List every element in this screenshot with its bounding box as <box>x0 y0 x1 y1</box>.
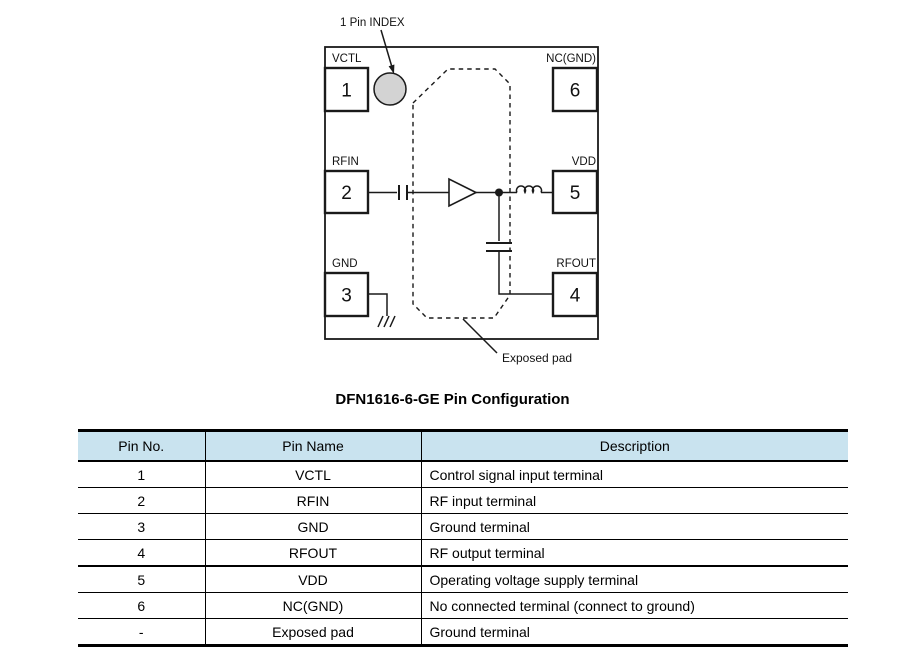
figure-title: DFN1616-6-GE Pin Configuration <box>335 391 570 408</box>
cell-description: Ground terminal <box>429 623 530 640</box>
header-pin-no: Pin No. <box>78 430 206 462</box>
cell-pin-no: 2 <box>78 487 206 514</box>
index-arrow-line <box>380 29 393 66</box>
cell-description: Operating voltage supply terminal <box>421 566 848 593</box>
cell-pin-no: 4 <box>78 539 206 567</box>
table-row: 3 GND Ground terminal <box>78 513 848 540</box>
cell-pin-no: 3 <box>78 513 206 540</box>
table-row: - Exposed pad Ground terminal <box>78 618 848 646</box>
shunt-capacitor-icon <box>486 242 512 252</box>
cell-pin-no: 1 <box>78 461 206 488</box>
pin-label-rfout: RFOUT <box>556 258 596 270</box>
table-header-row: Pin No. Pin Name Description <box>78 430 848 462</box>
header-pin-name: Pin Name <box>205 430 422 462</box>
cell-pin-name: VCTL <box>205 461 422 488</box>
pin-1-box <box>323 66 370 113</box>
pin-description-table: Pin No. Pin Name Description 1 VCTL Cont… <box>78 429 848 647</box>
table-row: 1 VCTL Control signal input terminal <box>78 461 848 488</box>
exposed-pad-pointer-line <box>462 318 498 354</box>
pin-5-box <box>551 169 599 215</box>
pin-5-number: 5 <box>570 183 581 204</box>
pin-2-number: 2 <box>341 183 352 204</box>
exposed-pad-outline <box>412 68 511 319</box>
wire-cap-to-rfout <box>498 251 553 295</box>
cell-pin-name: RFIN <box>205 487 422 514</box>
cell-pin-name: VDD <box>205 566 422 593</box>
series-capacitor-icon <box>398 185 408 200</box>
index-arrowhead-icon <box>388 64 395 74</box>
exposed-pad-label: Exposed pad <box>502 351 572 365</box>
pin-label-rfin: RFIN <box>332 156 359 168</box>
table-row: 2 RFIN RF input terminal <box>78 487 848 514</box>
table-row: 5 VDD Operating voltage supply terminal <box>78 566 848 593</box>
pin-configuration-diagram: 1 Pin INDEX Exposed pad 1 <box>323 17 599 365</box>
table-row: 4 RFOUT RF output terminal <box>78 539 848 567</box>
pin-6-box <box>551 66 599 113</box>
cell-description: RF input terminal <box>421 487 848 514</box>
cell-pin-no: 5 <box>78 566 206 593</box>
cell-description: RF output terminal <box>421 539 848 567</box>
pin-index-circle <box>373 72 407 106</box>
pin-index-label: 1 Pin INDEX <box>340 17 405 29</box>
cell-pin-name: Exposed pad <box>205 618 422 646</box>
cell-pin-no: - <box>78 618 206 646</box>
cell-description: Control signal input terminal <box>421 461 848 488</box>
pin-4-number: 4 <box>570 286 581 307</box>
pin-4-box <box>551 271 599 318</box>
pin-label-vctl: VCTL <box>332 53 362 65</box>
header-description: Description <box>421 430 848 462</box>
cell-description: No connected terminal (connect to ground… <box>421 592 848 619</box>
wire-gnd-stub <box>368 293 388 316</box>
pin-3-box <box>323 271 370 318</box>
cell-description: Ground terminal <box>421 513 848 540</box>
pin-1-number: 1 <box>341 81 352 102</box>
pin-6-number: 6 <box>570 81 581 102</box>
pin-label-gnd: GND <box>332 258 358 270</box>
cell-pin-name: NC(GND) <box>205 592 422 619</box>
pin-2-box <box>323 169 370 215</box>
table-row: 6 NC(GND) No connected terminal (connect… <box>78 592 848 619</box>
pin-label-vdd: VDD <box>572 156 596 168</box>
ground-symbol-icon <box>377 315 396 328</box>
pin-label-ncgnd: NC(GND) <box>546 53 596 65</box>
cell-pin-no: 6 <box>78 592 206 619</box>
cell-pin-name: RFOUT <box>205 539 422 567</box>
cell-pin-name: GND <box>205 513 422 540</box>
inductor-icon <box>515 185 543 195</box>
amplifier-icon <box>448 177 478 208</box>
pin-3-number: 3 <box>341 286 352 307</box>
